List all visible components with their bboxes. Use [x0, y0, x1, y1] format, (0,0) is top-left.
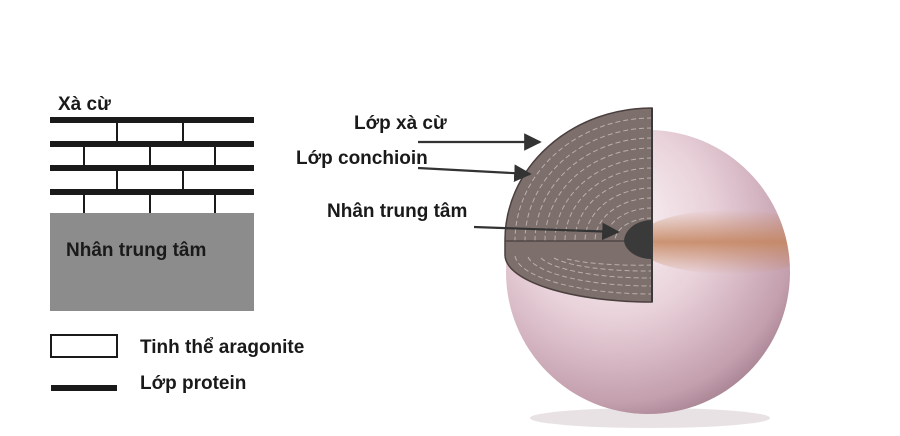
label-nucleus: Nhân trung tâm [327, 201, 467, 222]
legend-protein-symbol [51, 385, 117, 391]
label-nacre: Lớp xà cừ [354, 113, 447, 134]
legend: Tinh thể aragonite Lớp protein [50, 334, 304, 394]
label-conchiolin: Lớp conchioin [296, 148, 428, 169]
legend-aragonite-symbol [50, 334, 118, 358]
pearl-nucleus [624, 219, 652, 260]
protein-layer [50, 117, 254, 123]
label-arrows [417, 133, 620, 241]
protein-layers [50, 117, 254, 195]
protein-layer [50, 189, 254, 195]
pearl-band [635, 210, 790, 274]
nacre-top-label: Xà cừ [58, 94, 111, 115]
nucleus-block-label: Nhân trung tâm [66, 240, 206, 261]
pearl-cross-section [504, 107, 653, 303]
pearl-illustration: Lớp xà cừ Lớp conchioin Nhân trung tâm [296, 107, 790, 428]
protein-layer [50, 165, 254, 171]
legend-aragonite-label: Tinh thể aragonite [140, 337, 304, 358]
pearl-shadow [530, 408, 770, 428]
arrow-nucleus [473, 222, 620, 241]
legend-protein-label: Lớp protein [140, 373, 246, 394]
nacre-layer-diagram: Xà cừ Nhân trung tâm [50, 94, 254, 311]
arrow-conchiolin [417, 164, 532, 182]
protein-layer [50, 141, 254, 147]
aragonite-brick-joints [83, 123, 216, 213]
nucleus-block [50, 213, 254, 311]
